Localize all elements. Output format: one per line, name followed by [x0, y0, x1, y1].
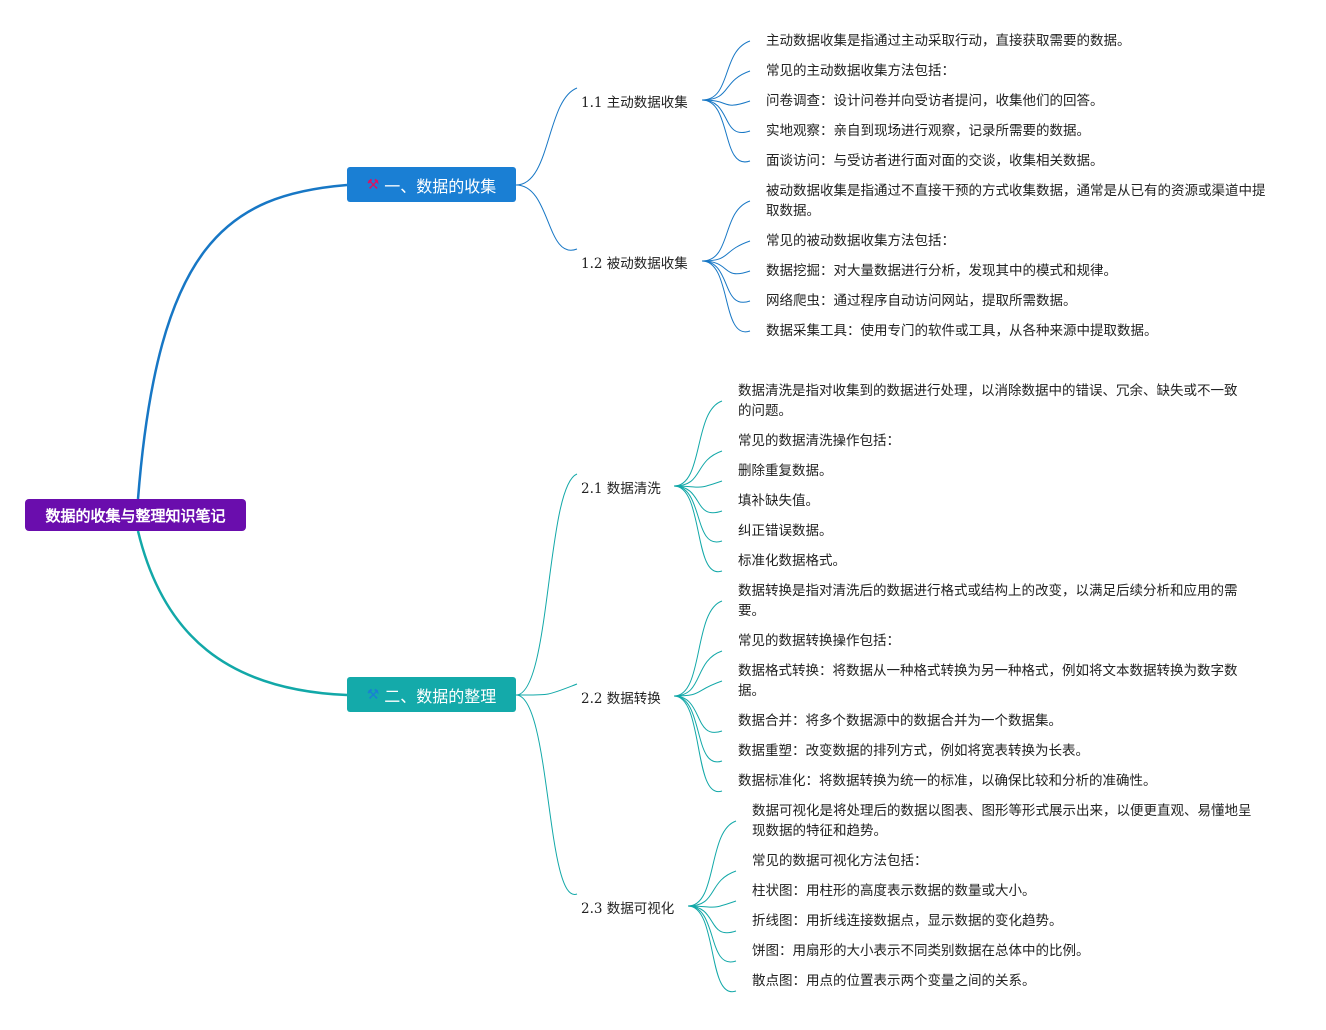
leaf-note[interactable]: 纠正错误数据。 [738, 523, 833, 539]
leaf-connector [673, 485, 723, 543]
leaf-note[interactable]: 数据格式转换：将数据从一种格式转换为另一种格式，例如将文本数据转换为数字数据。 [738, 663, 1238, 699]
leaf-note[interactable]: 填补缺失值。 [738, 493, 819, 509]
leaf-note[interactable]: 删除重复数据。 [738, 463, 833, 479]
subtopic-connector [515, 683, 578, 696]
root-topic-label: 数据的收集与整理知识笔记 [45, 506, 226, 525]
leaf-connector [701, 260, 751, 333]
leaf-connector [673, 695, 723, 763]
leaf-connector [687, 870, 737, 907]
leaf-note[interactable]: 柱状图：用柱形的高度表示数据的数量或大小。 [752, 883, 1036, 899]
leaf-connector [673, 650, 723, 697]
leaf-note[interactable]: 常见的数据可视化方法包括： [752, 853, 928, 869]
leaf-connector [701, 70, 751, 101]
leaf-note[interactable]: 饼图：用扇形的大小表示不同类别数据在总体中的比例。 [752, 943, 1090, 959]
leaf-note[interactable]: 数据标准化：将数据转换为统一的标准，以确保比较和分析的准确性。 [738, 773, 1157, 789]
leaf-note[interactable]: 常见的主动数据收集方法包括： [766, 63, 955, 79]
leaf-connector [673, 680, 723, 697]
leaf-connector [701, 240, 751, 262]
main-topic-label: 一、数据的收集 [384, 176, 497, 196]
leaf-note[interactable]: 数据可视化是将处理后的数据以图表、图形等形式展示出来，以便更直观、易懂地呈现数据… [752, 803, 1252, 839]
leaf-connector [701, 99, 751, 106]
leaf-note[interactable]: 数据重塑：改变数据的排列方式，例如将宽表转换为长表。 [738, 743, 1089, 759]
leaf-connector [701, 200, 751, 262]
leaf-note[interactable]: 常见的被动数据收集方法包括： [766, 233, 955, 249]
leaf-note[interactable]: 主动数据收集是指通过主动采取行动，直接获取需要的数据。 [766, 33, 1131, 49]
tools-icon: ⚒ [366, 176, 380, 193]
subtopic-label[interactable]: 1.2 被动数据收集 [581, 256, 688, 272]
leaf-connector [687, 905, 737, 963]
branch-connector [136, 183, 348, 500]
branch-connector [136, 530, 348, 697]
leaf-connector [701, 40, 751, 101]
leaf-note[interactable]: 实地观察：亲自到现场进行观察，记录所需要的数据。 [766, 123, 1090, 139]
leaf-connector [687, 905, 737, 934]
leaf-note[interactable]: 数据采集工具：使用专门的软件或工具，从各种来源中提取数据。 [766, 323, 1158, 339]
leaf-note[interactable]: 折线图：用折线连接数据点，显示数据的变化趋势。 [752, 913, 1063, 929]
leaf-connector [687, 820, 737, 907]
leaf-connector [687, 900, 737, 908]
leaf-note[interactable]: 网络爬虫：通过程序自动访问网站，提取所需数据。 [766, 293, 1077, 309]
leaf-connector [673, 485, 723, 514]
leaf-connector [701, 260, 751, 303]
subtopic-label[interactable]: 2.3 数据可视化 [581, 901, 675, 917]
leaf-connector [673, 695, 723, 792]
leaf-connector [687, 905, 737, 993]
leaf-note[interactable]: 标准化数据格式。 [738, 553, 846, 569]
leaf-connector [701, 260, 751, 275]
leaf-note[interactable]: 问卷调查：设计问卷并向受访者提问，收集他们的回答。 [766, 93, 1104, 109]
leaf-note[interactable]: 数据转换是指对清洗后的数据进行格式或结构上的改变，以满足后续分析和应用的需要。 [738, 583, 1238, 619]
subtopic-label[interactable]: 2.2 数据转换 [581, 691, 661, 707]
leaf-note[interactable]: 常见的数据转换操作包括： [738, 633, 900, 649]
subtopic-label[interactable]: 2.1 数据清洗 [581, 481, 661, 497]
leaf-connector [701, 99, 751, 163]
subtopic-connector [515, 184, 578, 251]
leaf-connector [673, 600, 723, 697]
tools-icon: ⚒ [366, 686, 380, 703]
leaf-note[interactable]: 被动数据收集是指通过不直接干预的方式收集数据，通常是从已有的资源或渠道中提取数据… [766, 183, 1266, 219]
subtopic-connector [515, 694, 578, 895]
main-topic-data-organization[interactable]: ⚒ 二、数据的整理 [347, 677, 516, 712]
leaf-note[interactable]: 数据合并：将多个数据源中的数据合并为一个数据集。 [738, 713, 1062, 729]
root-topic[interactable]: 数据的收集与整理知识笔记 [25, 499, 246, 531]
subtopic-connector [515, 473, 578, 696]
main-topic-label: 二、数据的整理 [384, 686, 497, 706]
leaf-connector [673, 485, 723, 573]
leaf-note[interactable]: 数据清洗是指对收集到的数据进行处理，以消除数据中的错误、冗余、缺失或不一致的问题… [738, 383, 1238, 419]
leaf-note[interactable]: 常见的数据清洗操作包括： [738, 433, 900, 449]
leaf-connector [701, 99, 751, 134]
leaf-connector [673, 695, 723, 733]
subtopic-label[interactable]: 1.1 主动数据收集 [581, 95, 688, 111]
leaf-note[interactable]: 数据挖掘：对大量数据进行分析，发现其中的模式和规律。 [766, 263, 1117, 279]
leaf-connector [673, 400, 723, 487]
leaf-connector [673, 480, 723, 488]
leaf-note[interactable]: 散点图：用点的位置表示两个变量之间的关系。 [752, 973, 1036, 989]
leaf-connector [673, 450, 723, 487]
subtopic-connector [515, 87, 578, 186]
leaf-note[interactable]: 面谈访问：与受访者进行面对面的交谈，收集相关数据。 [766, 153, 1104, 169]
main-topic-data-collection[interactable]: ⚒ 一、数据的收集 [347, 167, 516, 202]
